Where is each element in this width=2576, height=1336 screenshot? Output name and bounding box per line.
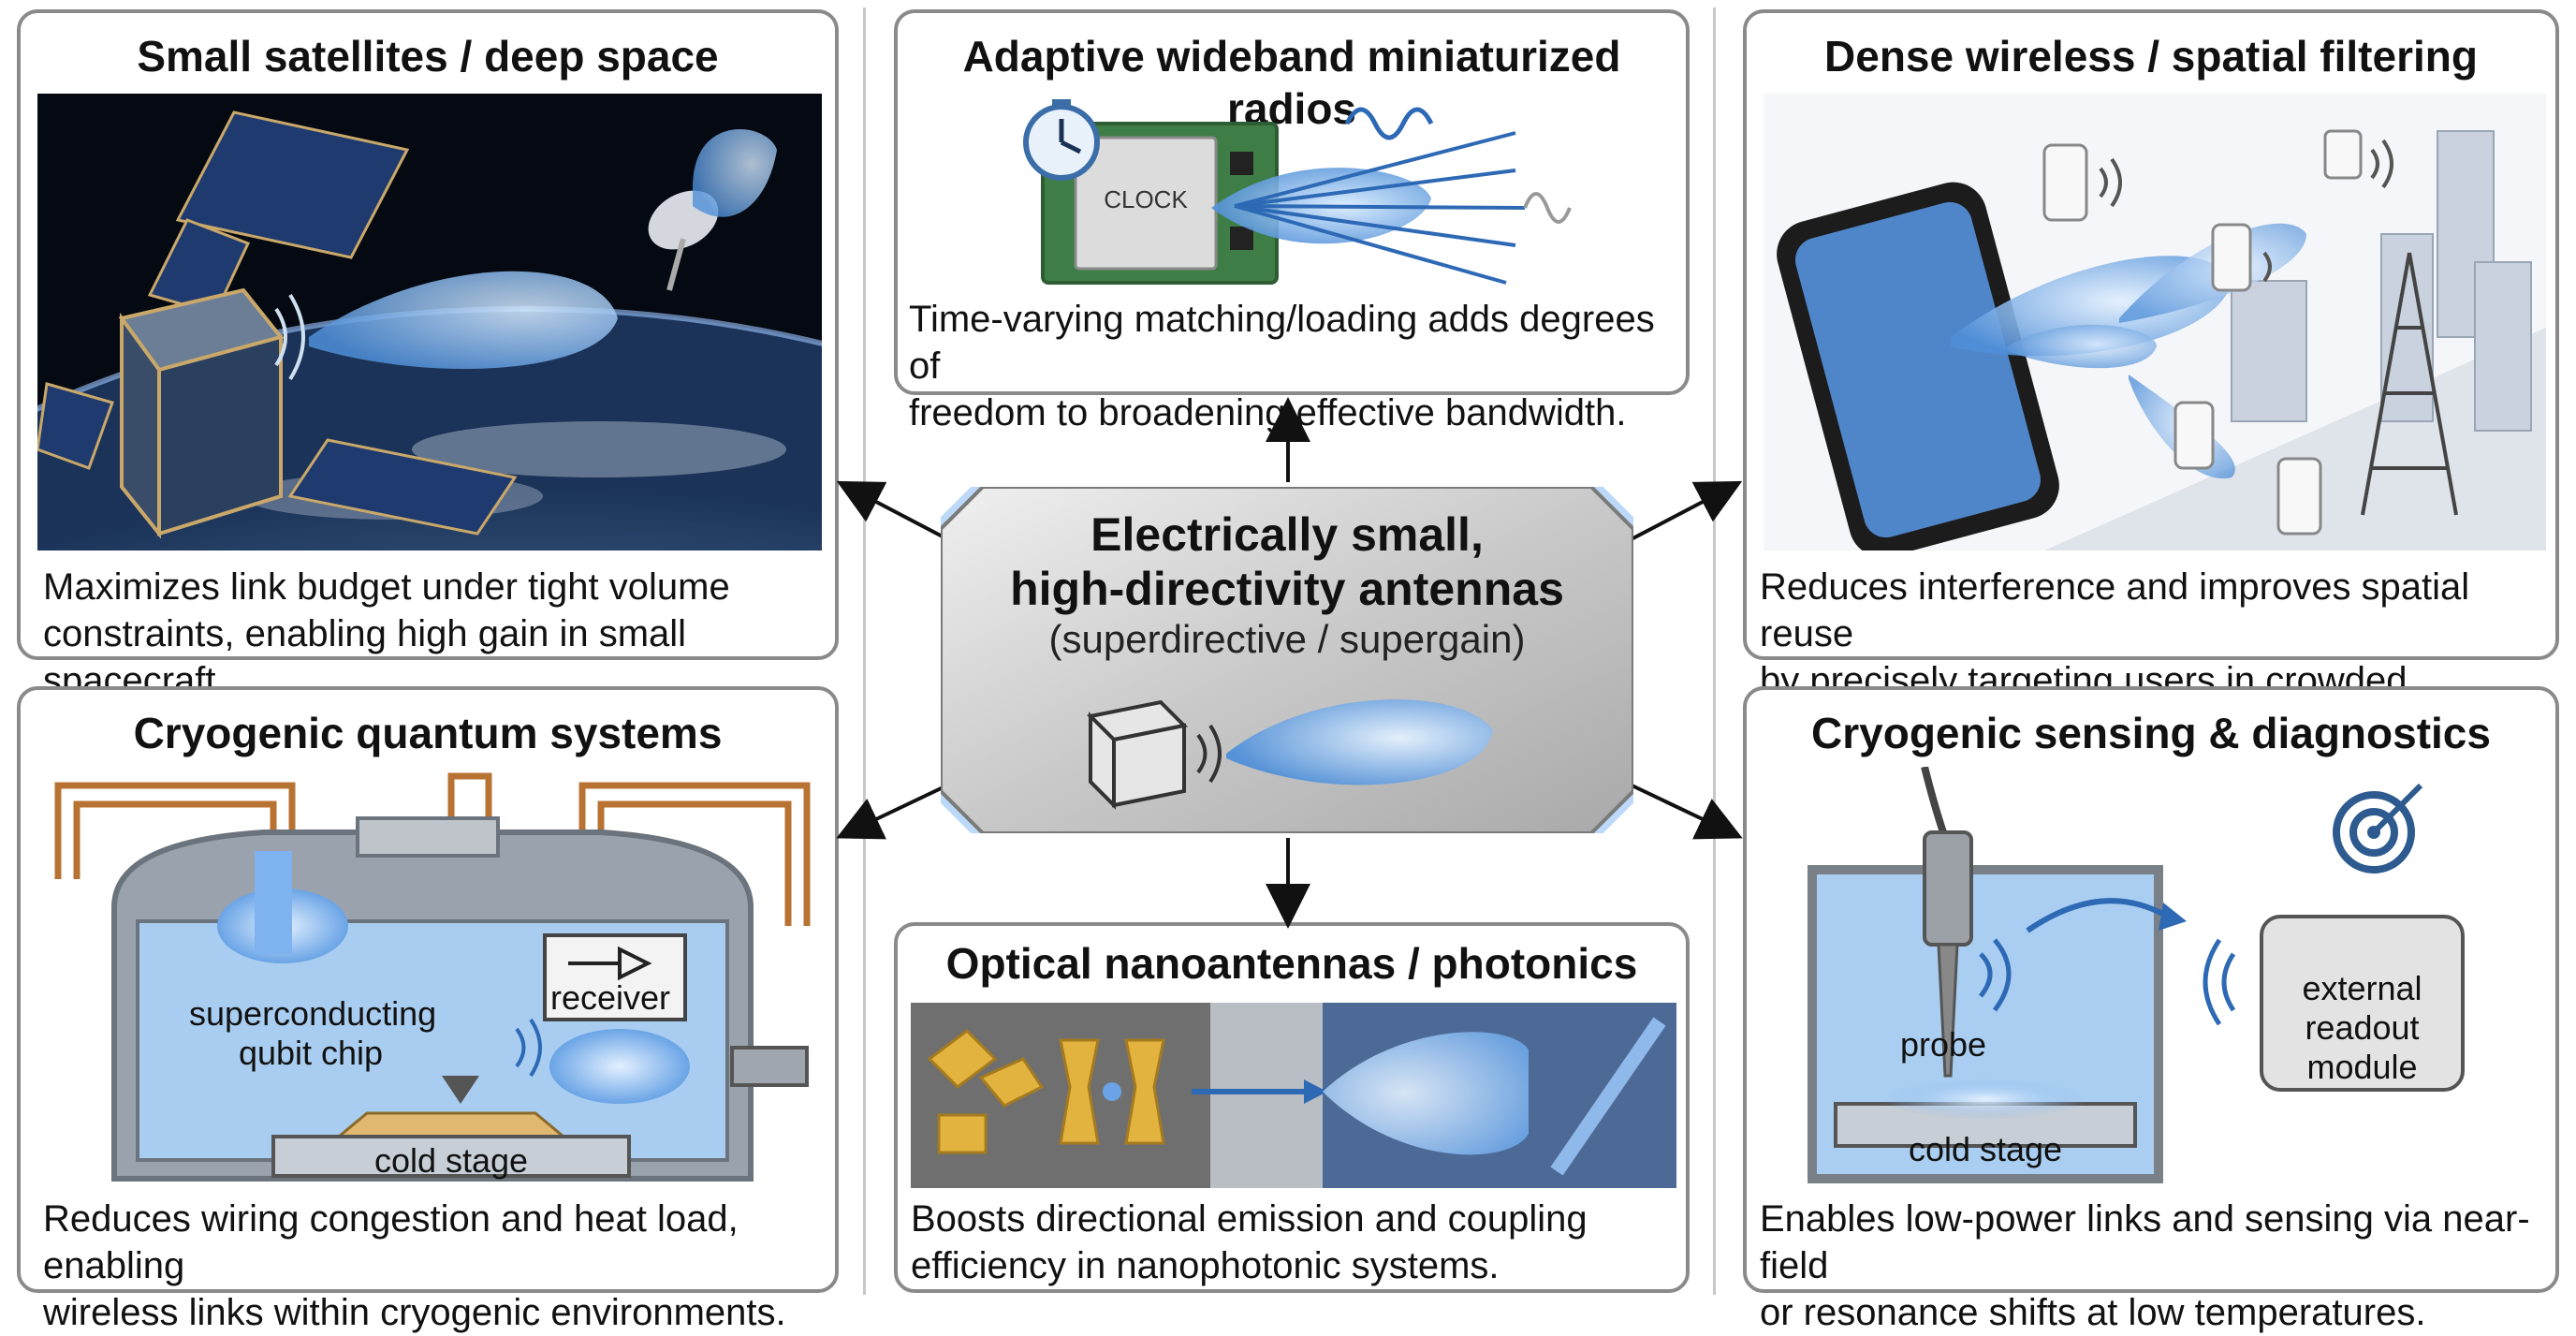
desc-line: freedom to broadening effective bandwidt… <box>909 392 1627 433</box>
panel-cryo-sensing: Cryogenic sensing & diagnostics <box>1743 686 2559 1333</box>
divider-right <box>1713 7 1716 1295</box>
center-title-line: high-directivity antennas <box>1010 563 1564 615</box>
panel-dense-wireless: Dense wireless / spatial filtering <box>1743 9 2559 748</box>
label-line: module <box>2306 1048 2418 1086</box>
desc-line: Reduces wiring congestion and heat load,… <box>43 1198 739 1286</box>
desc-line: efficiency in nanophotonic systems. <box>911 1245 1500 1286</box>
cold-stage-label: cold stage <box>1908 1130 2063 1168</box>
label-line: external <box>2302 969 2422 1007</box>
nanoantenna-illustration <box>911 1003 1676 1188</box>
divider-left <box>863 7 866 1295</box>
desc-line: Boosts directional emission and coupling <box>911 1198 1588 1240</box>
panel-description: Enables low-power links and sensing via … <box>1760 1196 2555 1336</box>
panel-description: Boosts directional emission and coupling… <box>911 1196 1588 1289</box>
wireless-illustration <box>1764 94 2546 551</box>
cryostat-illustration <box>39 767 824 1186</box>
panel-optical: Optical nanoantennas / photonics <box>894 922 1690 1293</box>
desc-line: Enables low-power links and sensing via … <box>1760 1198 2530 1286</box>
panel-cryo-quantum: Cryogenic quantum systems <box>17 686 839 1333</box>
label-line: qubit chip <box>238 1034 384 1072</box>
receiver-label: receiver <box>549 978 671 1017</box>
panel-title: Cryogenic quantum systems <box>133 709 723 757</box>
arrow-top-right <box>1623 480 1743 545</box>
radio-illustration: CLOCK <box>1019 95 1581 294</box>
desc-line: wireless links within cryogenic environm… <box>43 1292 786 1333</box>
satellite-illustration <box>37 94 822 551</box>
desc-line: Time-varying matching/loading adds degre… <box>909 299 1655 387</box>
panel-title: Small satellites / deep space <box>137 32 719 81</box>
desc-line: constraints, enabling high gain in small… <box>43 613 687 701</box>
label-line: superconducting <box>189 994 437 1033</box>
desc-line: or resonance shifts at low temperatures. <box>1760 1292 2426 1333</box>
panel-title: Cryogenic sensing & diagnostics <box>1811 709 2491 757</box>
panel-description: Reduces wiring congestion and heat load,… <box>43 1196 835 1336</box>
panel-title: Optical nanoantennas / photonics <box>945 939 1638 988</box>
qubit-chip-label: superconducting qubit chip <box>189 994 437 1073</box>
center-title-line: Electrically small, <box>1090 508 1484 561</box>
chip-label: CLOCK <box>1104 185 1188 213</box>
center-title: Electrically small, high-directivity ant… <box>941 507 1633 663</box>
probe-label: probe <box>1899 1025 1987 1064</box>
desc-line: Reduces interference and improves spatia… <box>1760 566 2470 654</box>
panel-title: Adaptive wideband miniaturized radios <box>962 32 1621 133</box>
desc-line: Maximizes link budget under tight volume <box>43 566 730 608</box>
panel-description: Time-varying matching/loading adds degre… <box>909 296 1686 436</box>
panel-description: Maximizes link budget under tight volume… <box>43 564 835 704</box>
cold-stage-label: cold stage <box>373 1141 529 1180</box>
sensing-illustration <box>1765 767 2544 1186</box>
arrow-bottom-right <box>1623 780 1743 840</box>
center-subtitle: (superdirective / supergain) <box>1048 617 1526 661</box>
panel-title: Dense wireless / spatial filtering <box>1824 32 2478 81</box>
readout-module-label: external readout module <box>2261 969 2463 1087</box>
center-hub: Electrically small, high-directivity ant… <box>941 487 1633 833</box>
label-line: readout <box>2305 1008 2420 1047</box>
panel-small-satellites: Small satellites / deep space <box>17 9 839 701</box>
panel-adaptive-radios: Adaptive wideband miniaturized radios CL… <box>894 9 1690 433</box>
